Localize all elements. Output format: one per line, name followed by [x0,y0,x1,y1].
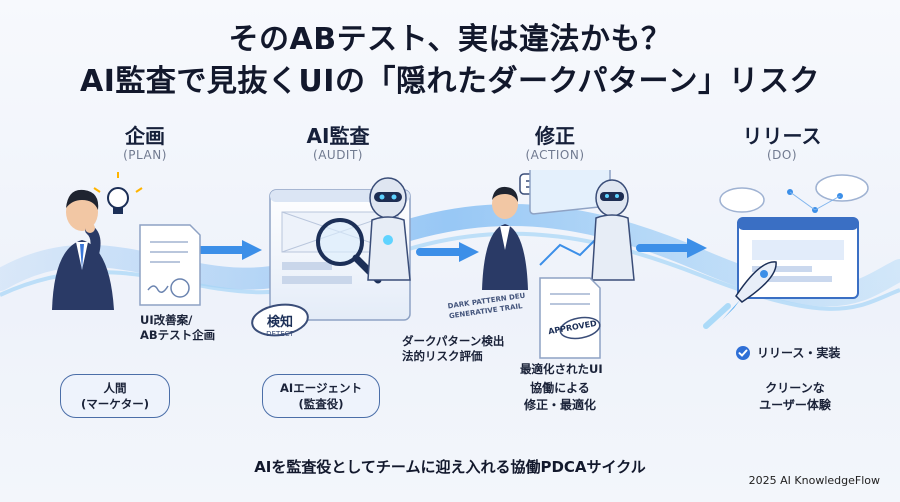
plan-role-line2: (マーケター) [80,397,149,411]
flow-illustration [0,170,900,359]
document-plan-icon [139,224,201,306]
network-icon [787,189,843,213]
audit-callout-line1: ダークパターン検出 [402,334,505,348]
audit-role-line2: (監査役) [298,397,344,411]
checkmark-icon [736,345,750,360]
title-line-2: AI監査で見抜くUIの「隠れたダークパターン」リスク [80,64,820,99]
release-check-label: リリース・実装 [757,346,841,360]
arrow-audit-to-action [416,242,479,262]
document-approved-icon [539,277,601,359]
detect-stamp-icon [251,303,309,337]
audit-callout-line2: 法的リスク評価 [402,349,483,363]
stage-audit-sub: (AUDIT) [313,148,363,162]
stage-release-sub: (DO) [766,148,798,162]
stage-plan-title: 企画 [125,124,165,148]
action-optimized-label: 最適化されたUI [520,362,603,376]
action-caption-line1: 協働による [530,381,590,395]
detect-stamp-sub: DETECT [266,330,294,338]
plan-role-line1: 人間 [103,381,127,395]
lightbulb-icon [93,172,143,214]
audit-role-bubble: AIエージェント (監査役) [262,374,380,418]
bottom-caption: AIを監査役としてチームに迎え入れる協働PDCAサイクル [254,458,646,476]
release-check: リリース・実装 [735,344,840,361]
title-line-1: そのABテスト、実は違法かも？ [228,22,672,57]
plan-role-bubble: 人間 (マーケター) [60,374,170,418]
audit-callout: ダークパターン検出 法的リスク評価 [402,334,504,364]
person-engineer-icon [482,186,528,290]
rocket-icon [703,261,777,329]
person-marketer-icon [52,189,114,310]
detect-stamp-main: 検知 [266,315,293,330]
stage-release-title: リリース [742,124,822,148]
stage-action-title: 修正 [535,124,575,148]
action-caption-line2: 修正・最適化 [523,398,596,412]
action-caption: 協働による 修正・最適化 [495,380,625,414]
copyright: 2025 AI KnowledgeFlow [748,474,880,487]
stage-audit-title: AI監査 [306,124,370,148]
release-caption-line1: クリーンな [765,381,825,395]
action-screen-icon [529,170,611,266]
release-caption-line2: ユーザー体験 [759,398,831,412]
audit-role-line1: AIエージェント [280,381,362,395]
detect-stamp-text: 検知 DETECT [255,311,305,338]
plan-doc-label-line1: UI改善案/ [140,313,193,327]
arrow-action-to-release [636,238,707,258]
arrow-plan-to-audit [196,240,262,260]
stage-action-sub: (ACTION) [525,148,585,162]
robot-collaborator-icon [591,179,635,281]
plan-doc-label: UI改善案/ ABテスト企画 [140,313,215,343]
stage-plan-sub: (PLAN) [123,148,167,162]
cloud-icon [719,174,869,213]
release-caption: クリーンな ユーザー体験 [725,380,865,414]
robot-auditor-icon [367,177,411,281]
plan-doc-label-line2: ABテスト企画 [140,328,216,342]
